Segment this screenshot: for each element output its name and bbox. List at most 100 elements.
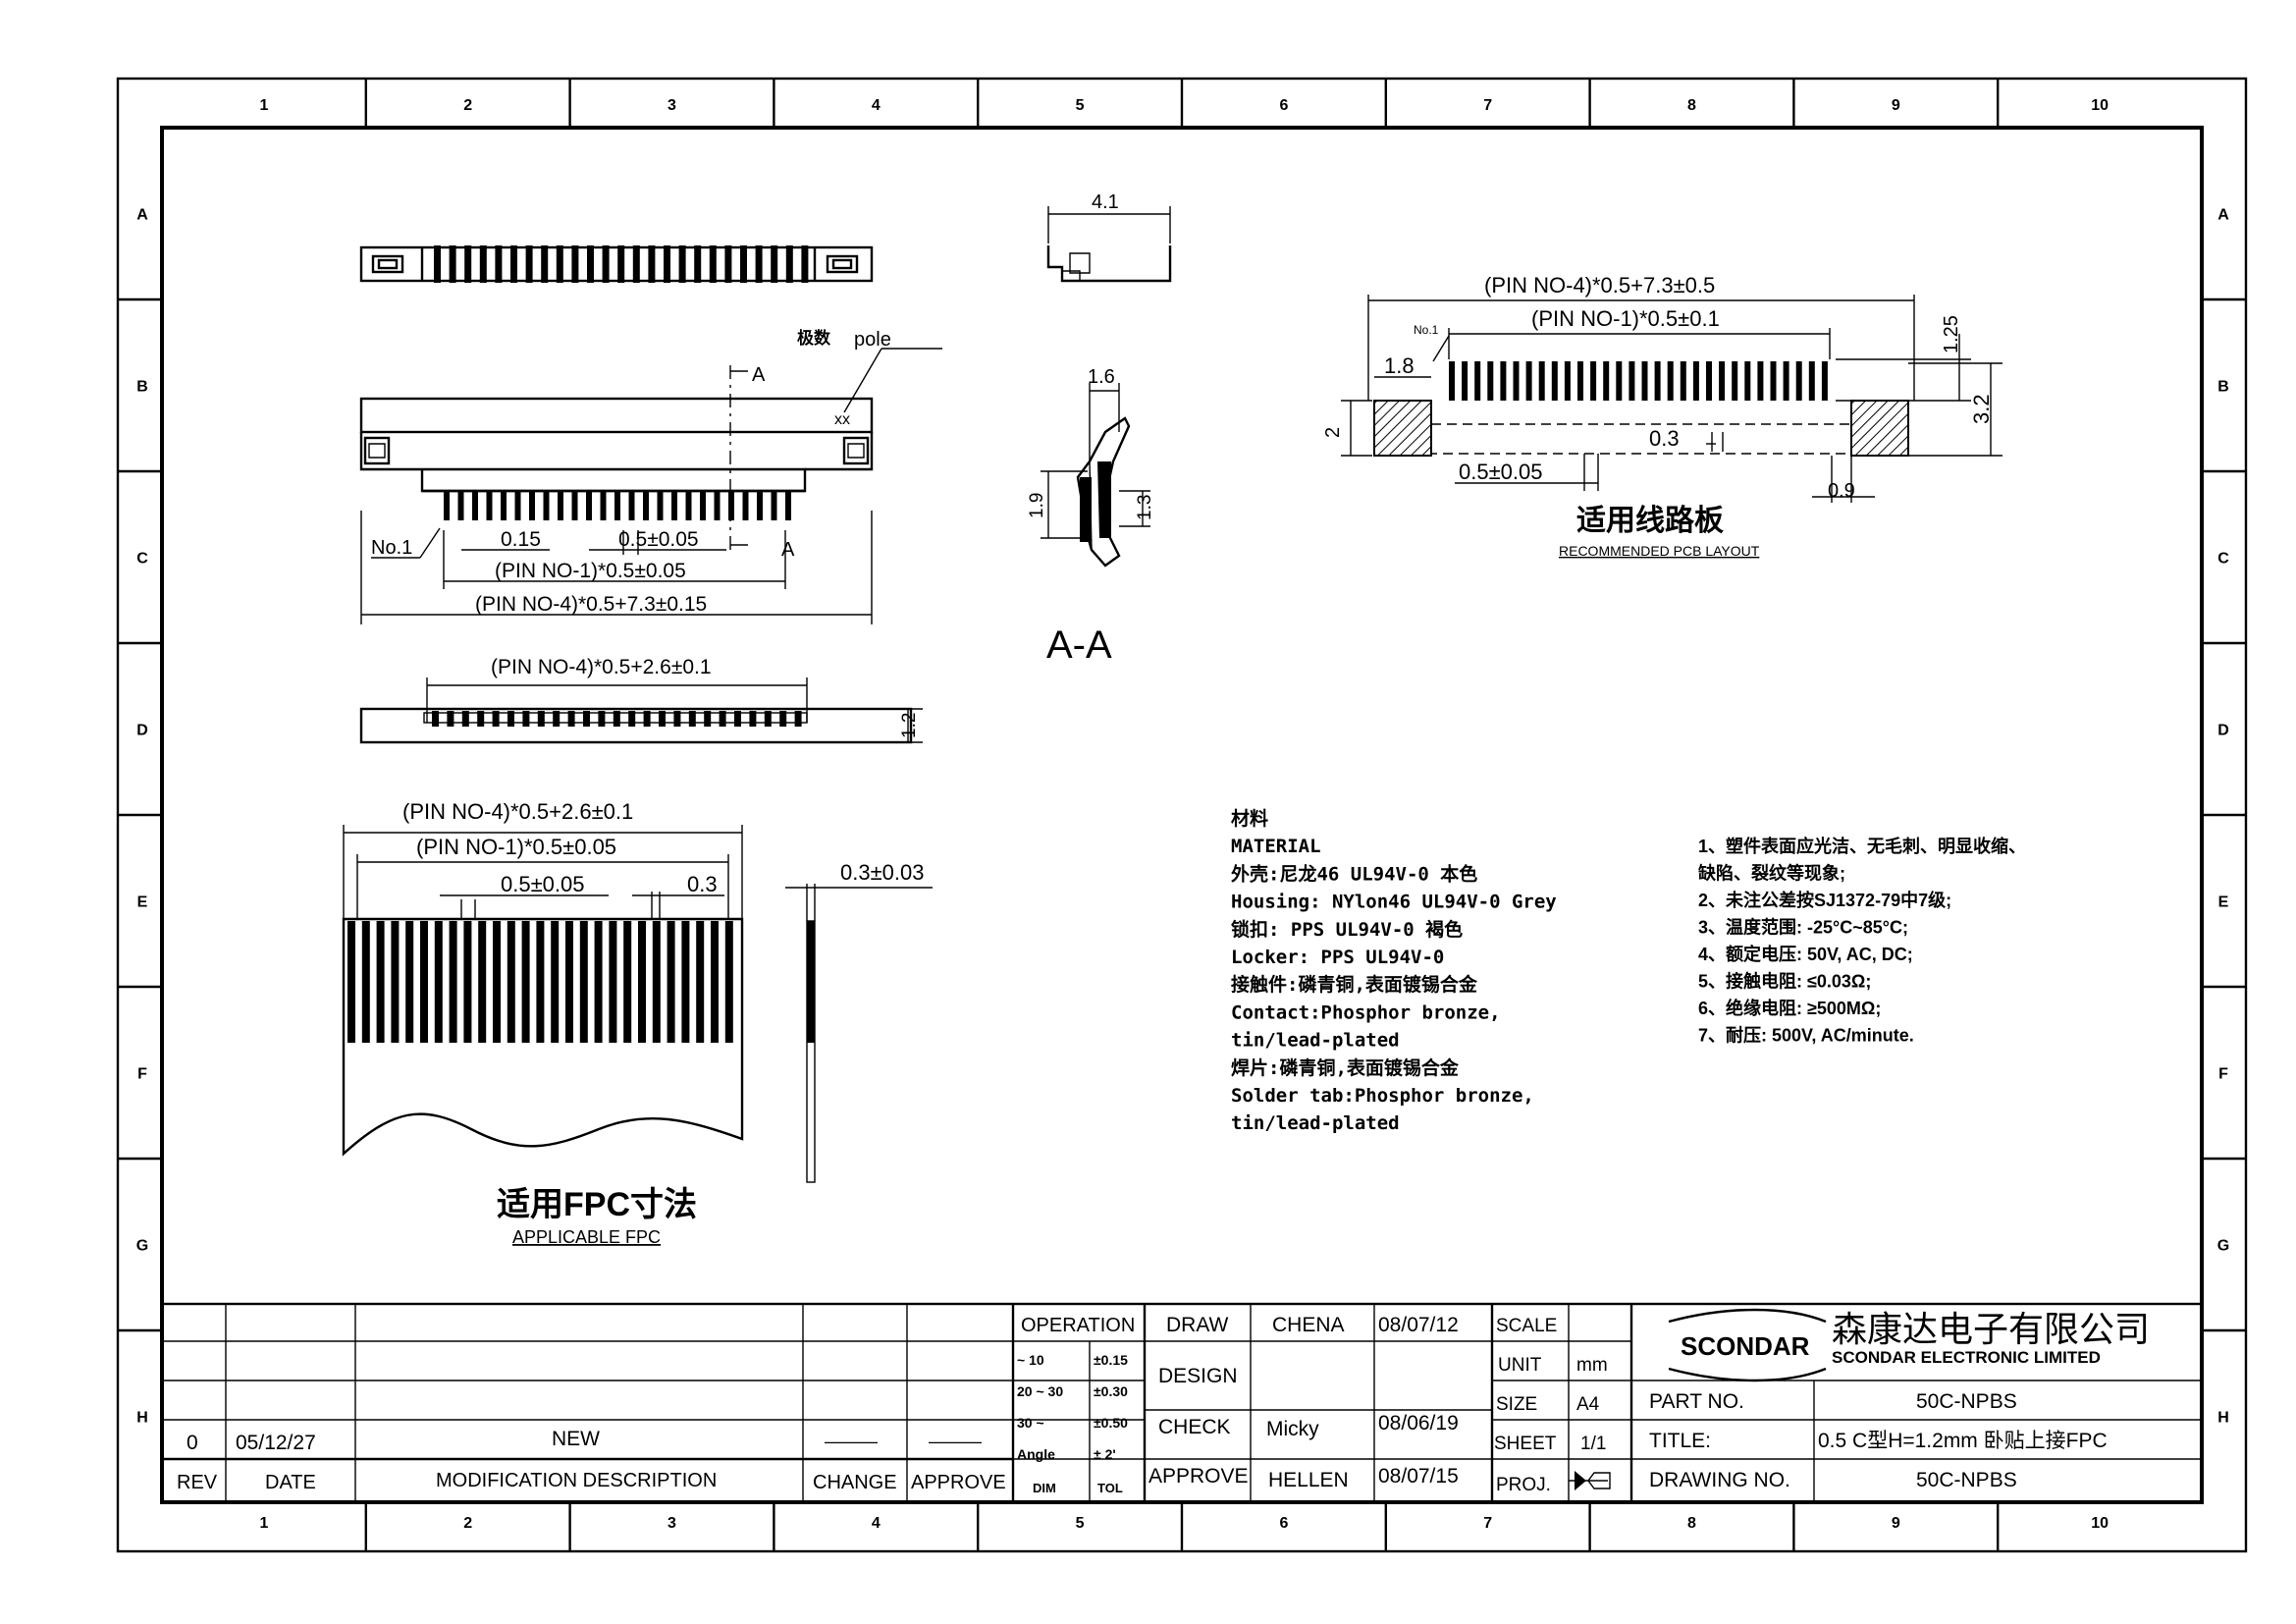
dim-label: DIM — [1033, 1481, 1056, 1495]
pole-mark: xx — [834, 411, 850, 428]
company-cn: 森康达电子有限公司 — [1832, 1309, 2150, 1349]
bottom-pin — [628, 711, 636, 727]
fpc-finger — [667, 921, 675, 1043]
strip-tooth — [664, 245, 670, 283]
fpc-finger — [376, 921, 385, 1043]
strip-tooth — [449, 245, 456, 283]
column-label: 5 — [1076, 1515, 1085, 1532]
strip-tooth — [525, 245, 533, 283]
column-label: 8 — [1687, 1515, 1696, 1532]
material-line: Contact:Phosphor bronze, — [1231, 1001, 1501, 1023]
bottom-pin — [567, 711, 575, 727]
tol-label: TOL — [1097, 1481, 1123, 1495]
bottom-pin — [643, 711, 651, 727]
pcb-pad — [1706, 361, 1712, 401]
bottom-pin — [688, 711, 696, 727]
strip-tooth — [617, 245, 625, 283]
contact-pin — [700, 491, 706, 520]
bottom-pin — [764, 711, 772, 727]
pcb-dim-contacts: (PIN NO-1)*0.5±0.1 — [1531, 306, 1720, 331]
contact-pin — [714, 491, 721, 520]
note-line: 2、未注公差按SJ1372-79中7级; — [1698, 890, 1951, 910]
strip-tooth — [479, 245, 487, 283]
approve-name: HELLEN — [1268, 1469, 1349, 1491]
column-label: 2 — [463, 97, 472, 114]
contact-pin — [628, 491, 635, 520]
size-value: A4 — [1576, 1394, 1600, 1415]
section-mark-bottom: A — [781, 539, 795, 561]
pcb-pad — [1783, 361, 1789, 401]
pcb-dim-pad: 1.8 — [1384, 353, 1415, 378]
strip-tooth — [464, 245, 472, 283]
draw-name: CHENA — [1272, 1314, 1345, 1336]
pcb-pad — [1603, 361, 1610, 401]
fpc-finger — [536, 921, 545, 1043]
company-en: SCONDAR ELECTRONIC LIMITED — [1832, 1348, 2101, 1367]
part-no: 50C-NPBS — [1916, 1390, 2017, 1413]
material-line: tin/lead-plated — [1231, 1112, 1400, 1134]
strip-tooth — [571, 245, 579, 283]
pcb-pad — [1590, 361, 1597, 401]
fpc-finger — [449, 921, 457, 1043]
column-label: 3 — [667, 1515, 676, 1532]
sheet-value: 1/1 — [1580, 1434, 1606, 1454]
column-label: 4 — [872, 1515, 881, 1532]
row-label: G — [136, 1238, 148, 1255]
fpc-dim-contacts: (PIN NO-1)*0.5±0.05 — [416, 835, 616, 859]
fpc-finger — [420, 921, 428, 1043]
bottom-pin — [613, 711, 620, 727]
fpc-finger — [681, 921, 690, 1043]
section-a-a — [1041, 383, 1150, 568]
bottom-pin — [507, 711, 514, 727]
contact-pin — [586, 491, 592, 520]
contact-pin — [600, 491, 607, 520]
row-label: G — [2217, 1238, 2229, 1255]
row-label: D — [136, 723, 148, 739]
pcb-pad — [1525, 361, 1532, 401]
company-logo: SCONDAR — [1668, 1308, 1827, 1382]
column-label: 6 — [1279, 97, 1288, 114]
hdr-approve: APPROVE — [911, 1472, 1006, 1493]
bottom-pin — [522, 711, 530, 727]
contact-pin — [472, 491, 478, 520]
fpc-finger — [493, 921, 501, 1043]
title-value: 0.5 C型H=1.2mm 卧贴上接FPC — [1818, 1430, 2108, 1452]
strip-tooth — [648, 245, 656, 283]
strip-tooth — [632, 245, 640, 283]
contact-pin — [771, 491, 777, 520]
contact-pin — [514, 491, 521, 520]
fpc-finger — [463, 921, 472, 1043]
pcb-dim-side: 0.9 — [1828, 480, 1855, 502]
design-label: DESIGN — [1158, 1365, 1238, 1387]
contact-pin — [543, 491, 550, 520]
draw-label: DRAW — [1166, 1314, 1229, 1336]
section-dim-b: 1.9 — [1027, 493, 1047, 518]
bottom-pin — [553, 711, 561, 727]
row-label: H — [136, 1410, 148, 1427]
pcb-pad — [1732, 361, 1738, 401]
column-label: 7 — [1483, 97, 1492, 114]
pcb-pad — [1692, 361, 1699, 401]
dim-pitch-small: 0.15 — [501, 528, 541, 551]
fpc-finger — [724, 921, 733, 1043]
column-label: 1 — [259, 1515, 268, 1532]
no1-label: No.1 — [371, 537, 412, 559]
contact-pin — [657, 491, 664, 520]
contact-pin — [529, 491, 535, 520]
contact-pin — [614, 491, 620, 520]
contact-pin — [444, 491, 450, 520]
strip-tooth — [541, 245, 549, 283]
pcb-pad — [1487, 361, 1494, 401]
hdr-rev: REV — [177, 1472, 218, 1493]
material-line: 材料 — [1231, 807, 1268, 830]
part-no-label: PART NO. — [1649, 1390, 1744, 1413]
contact-pin — [785, 491, 791, 520]
note-line: 1、塑件表面应光洁、无毛刺、明显收缩、 — [1698, 836, 2026, 856]
title-label: TITLE: — [1649, 1430, 1711, 1452]
column-label: 7 — [1483, 1515, 1492, 1532]
strip-tooth — [724, 245, 732, 283]
pcb-dim-left: 2 — [1322, 427, 1344, 438]
pcb-dim-top: 1.25 — [1941, 315, 1962, 353]
